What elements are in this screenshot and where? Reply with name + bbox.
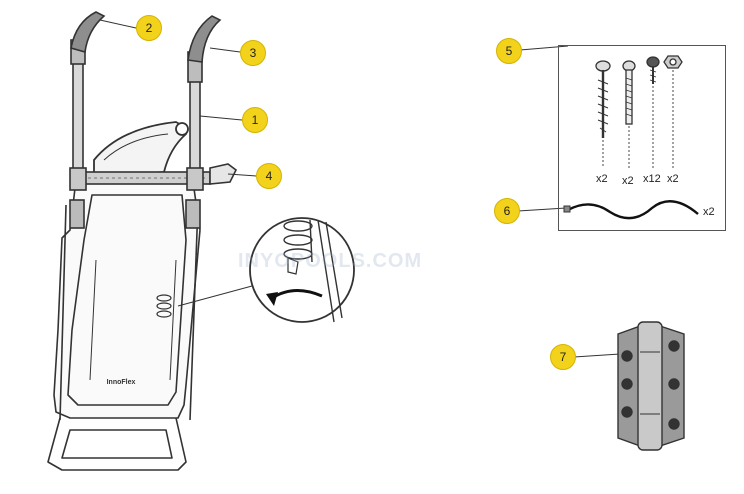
watermark-text: INYOPOOLS.COM <box>238 250 423 272</box>
callout-3: 3 <box>240 40 266 66</box>
unit-logo: InnoFlex <box>106 379 136 386</box>
callout-7: 7 <box>550 344 576 370</box>
qty-screw-2: x2 <box>622 175 634 187</box>
qty-cord: x2 <box>703 206 715 218</box>
detail-zoom <box>249 217 355 323</box>
callout-5: 5 <box>496 38 522 64</box>
callout-2: 2 <box>136 15 162 41</box>
left-upright <box>69 11 106 229</box>
crossbar <box>83 163 238 185</box>
qty-screw-3: x12 <box>643 173 661 185</box>
leader-lines <box>99 19 621 358</box>
qty-screw-1: x2 <box>596 173 608 185</box>
callout-1: 1 <box>242 107 268 133</box>
top-handle <box>93 121 189 177</box>
hardware-screws <box>595 55 683 168</box>
detail-leader <box>177 285 253 307</box>
callout-4: 4 <box>256 163 282 189</box>
hardware-box <box>558 45 726 231</box>
right-upright <box>185 15 222 229</box>
hinge <box>617 321 685 451</box>
body-clips <box>156 294 172 318</box>
cord <box>563 200 699 220</box>
qty-nut: x2 <box>667 173 679 185</box>
callout-6: 6 <box>494 198 520 224</box>
cart-body <box>47 174 201 471</box>
